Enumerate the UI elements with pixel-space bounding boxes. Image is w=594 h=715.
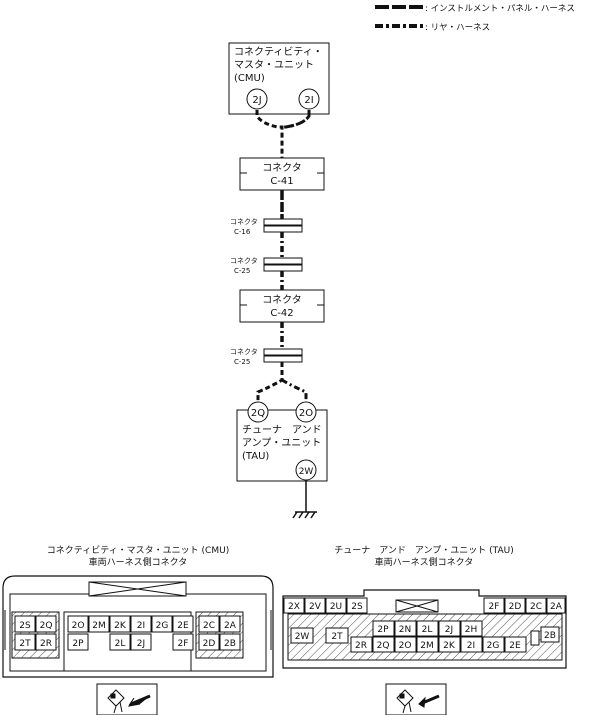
tau-connector-pins: 2X 2V 2U 2S 2F 2D 2C 2A 2W 2T 2P 2N 2L 2…: [283, 597, 566, 653]
wire-cmu-to-c41: [255, 110, 311, 160]
tau-pin: 2I: [467, 641, 475, 651]
tau-pin-2o: [295, 401, 317, 423]
c42-label-2: C-42: [270, 308, 293, 319]
cmu-pin: 2T: [19, 639, 31, 649]
connector-c42: コネクタ C-42: [239, 289, 325, 323]
cmu-connector-pins: 2S 2Q 2T 2R 2O 2M 2K 2I 2G 2E 2P 2L 2J 2…: [14, 615, 241, 651]
tau-pin: 2M: [420, 641, 434, 651]
cmu-label-3: (CMU): [234, 73, 265, 84]
ground-symbol: [292, 480, 317, 519]
tau-connector-title-2: 車両ハーネス側コネクタ: [375, 556, 474, 568]
tau-pin: 2A: [550, 602, 563, 612]
cmu-connector-title: コネクティビティ・マスタ・ユニット (CMU) 車両ハーネス側コネクタ: [47, 545, 229, 568]
tau-label-2: アンプ・ユニット: [242, 437, 321, 449]
tau-pin: 2B: [544, 631, 556, 641]
cmu-pin: 2A: [224, 621, 237, 631]
cmu-pin: 2D: [203, 639, 216, 649]
cmu-pin: 2I: [137, 621, 145, 631]
cmu-connector-title-2: 車両ハーネス側コネクタ: [89, 556, 188, 568]
cmu-label-1: コネクティビティ・: [234, 46, 323, 58]
inline-connector-c25-upper: コネクタ C-25: [230, 256, 303, 275]
c16-label-2: C-16: [234, 228, 251, 236]
connector-view-icon: [96, 683, 158, 715]
cmu-pin: 2L: [115, 639, 126, 649]
legend-rear-harness-label: : リヤ・ハーネス: [425, 23, 490, 33]
cmu-pin: 2P: [72, 639, 84, 649]
tau-pin: 2J: [445, 625, 453, 635]
cmu-pin: 2G: [156, 621, 169, 631]
tau-pin: 2T: [331, 632, 343, 642]
cmu-pin-2j: [246, 88, 268, 110]
cmu-pin: 2F: [178, 639, 189, 649]
tau-pin: 2Q: [377, 641, 390, 651]
legend-ip-harness-label: : インストルメント・パネル・ハーネス: [425, 4, 575, 14]
tau-pin: 2X: [288, 602, 300, 612]
inline-connector-c16: コネクタ C-16: [230, 217, 303, 236]
tau-pin-2w-label: 2W: [299, 467, 314, 477]
tau-pin-2q: [247, 401, 269, 423]
tau-pin-2q-label: 2Q: [251, 408, 265, 419]
cmu-label-2: マスタ・ユニット: [234, 59, 314, 71]
tau-pin: 2S: [351, 602, 363, 612]
tau-pin: 2N: [399, 625, 411, 635]
tau-connector-title: チューナ アンド アンプ・ユニット (TAU) 車両ハーネス側コネクタ: [334, 545, 513, 568]
tau-pin: 2P: [377, 625, 389, 635]
tau-pin: 2R: [355, 641, 367, 651]
tau-pin: 2E: [509, 641, 521, 651]
wire-c25-to-tau: [256, 362, 308, 402]
tau-pin: 2F: [489, 602, 500, 612]
tau-pin: 2G: [487, 641, 500, 651]
cmu-pin: 2B: [224, 639, 236, 649]
tau-pin: 2K: [443, 641, 456, 651]
tau-pin-2o-label: 2O: [299, 408, 313, 419]
cmu-pin: 2Q: [40, 621, 53, 631]
c41-label-1: コネクタ: [262, 162, 302, 174]
inline-connector-c25-lower: コネクタ C-25: [230, 347, 303, 366]
c16-label-1: コネクタ: [230, 217, 258, 226]
cmu-pin: 2E: [177, 621, 189, 631]
legend: : インストルメント・パネル・ハーネス : リヤ・ハーネス: [375, 4, 575, 33]
tau-label-1: チューナ アンド: [242, 424, 322, 436]
c25b-label-2: C-25: [234, 358, 250, 366]
connector-c41: コネクタ C-41: [239, 157, 325, 191]
cmu-pin: 2J: [137, 639, 145, 649]
c42-label-1: コネクタ: [262, 294, 302, 306]
cmu-pin-2j-label: 2J: [252, 95, 261, 106]
cmu-unit: コネクティビティ・ マスタ・ユニット (CMU) 2J 2I: [228, 42, 330, 115]
tau-pin: 2C: [530, 602, 542, 612]
tau-pin: 2O: [399, 641, 412, 651]
cmu-pin: 2O: [72, 621, 85, 631]
cmu-pin-2i-label: 2I: [304, 95, 313, 106]
tau-label-3: (TAU): [242, 451, 269, 462]
cmu-connector-title-1: コネクティビティ・マスタ・ユニット (CMU): [47, 545, 229, 556]
tau-connector-title-1: チューナ アンド アンプ・ユニット (TAU): [334, 545, 513, 556]
cmu-pin: 2C: [203, 621, 215, 631]
connector-view-icon: [385, 683, 447, 715]
c41-label-2: C-41: [270, 176, 293, 187]
cmu-pin: 2S: [19, 621, 31, 631]
tau-pin: 2U: [330, 602, 342, 612]
tau-pin: 2L: [422, 625, 433, 635]
cmu-pin: 2K: [114, 621, 127, 631]
tau-pin: 2H: [465, 625, 478, 635]
c25a-label-2: C-25: [234, 267, 250, 275]
cmu-pin: 2M: [92, 621, 106, 631]
tau-unit: 2Q 2O チューナ アンド アンプ・ユニット (TAU) 2W: [236, 401, 328, 482]
c25a-label-1: コネクタ: [230, 256, 258, 265]
tau-pin: 2D: [509, 602, 522, 612]
cmu-pin-2i: [298, 88, 320, 110]
tau-pin: 2V: [309, 602, 322, 612]
tau-pin: 2W: [295, 632, 310, 642]
cmu-pin: 2R: [40, 639, 52, 649]
c25b-label-1: コネクタ: [230, 347, 258, 356]
